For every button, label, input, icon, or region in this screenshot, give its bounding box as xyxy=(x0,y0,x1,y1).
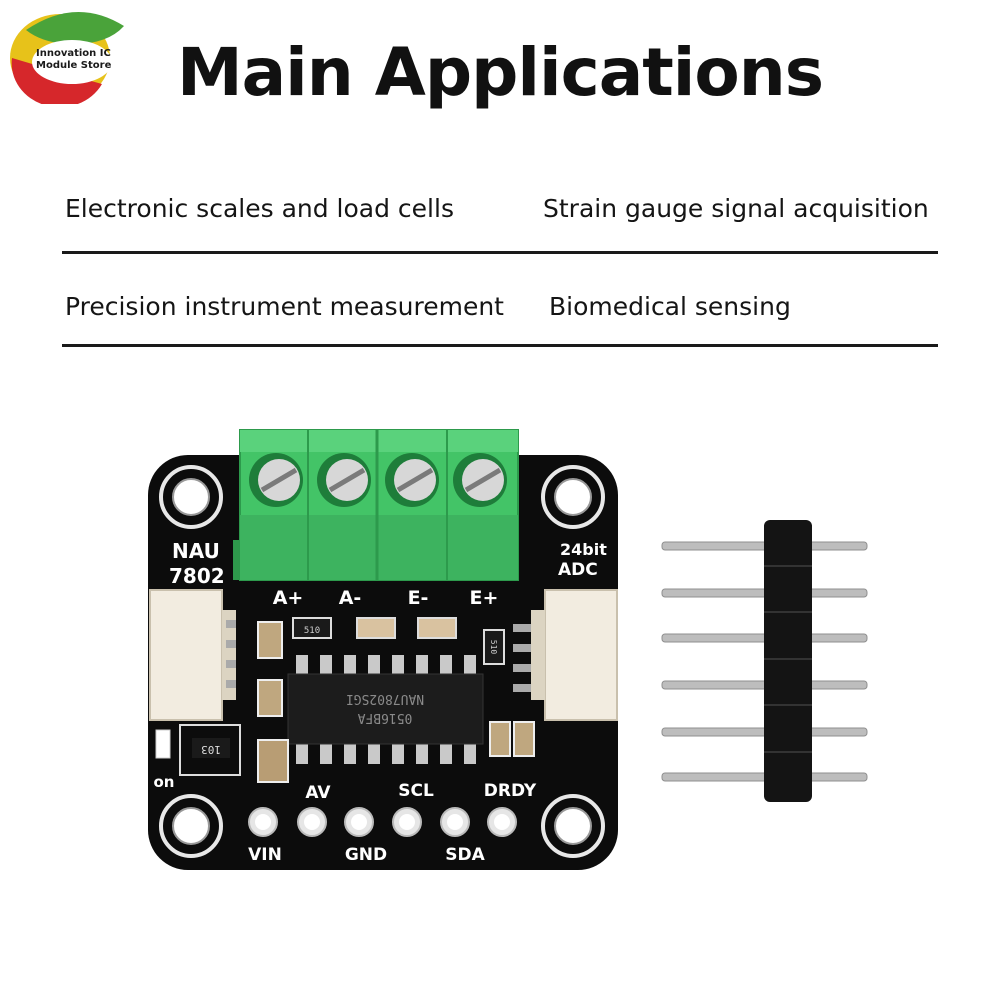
chip-label-line1: NAU xyxy=(172,539,220,563)
store-logo: Innovation IC Module Store xyxy=(6,4,126,104)
adc-chip: NAU7802SGI 0516BFA xyxy=(287,655,484,764)
adc-label-line1: 24bit xyxy=(560,540,607,559)
pin-label: VIN xyxy=(248,845,282,865)
screw-icon xyxy=(249,453,303,507)
terminal-label: A+ xyxy=(273,587,304,609)
screw-terminal-block xyxy=(233,429,519,581)
screw-icon xyxy=(453,453,507,507)
pin-label: SCL xyxy=(398,781,434,801)
application-row: Electronic scales and load cells Strain … xyxy=(62,194,938,254)
leaf-logo-icon xyxy=(10,11,124,104)
terminal-label: E- xyxy=(408,587,429,609)
application-item: Electronic scales and load cells xyxy=(65,194,454,223)
jst-connector-left xyxy=(149,589,236,721)
jst-connector-right xyxy=(513,589,618,721)
resistor-marking: 510 xyxy=(304,626,320,636)
pin-label: GND xyxy=(345,845,387,865)
pin-label: SDA xyxy=(445,845,485,865)
page-title: Main Applications xyxy=(176,34,824,111)
logo-text: Innovation IC Module Store xyxy=(36,48,112,71)
application-item: Precision instrument measurement xyxy=(65,292,504,321)
resistor-marking: 103 xyxy=(201,743,221,756)
application-item: Biomedical sensing xyxy=(549,292,791,321)
application-row: Precision instrument measurement Biomedi… xyxy=(62,292,938,352)
ic-marking: 0516BFA xyxy=(357,710,412,725)
chip-label-line2: 7802 xyxy=(169,564,225,588)
terminal-label: E+ xyxy=(470,587,499,609)
ic-marking: NAU7802SGI xyxy=(346,691,424,706)
power-led-label: on xyxy=(154,773,175,791)
mounting-hole xyxy=(159,794,223,858)
pin-header xyxy=(661,520,868,802)
adc-label-line2: ADC xyxy=(558,560,598,580)
application-item: Strain gauge signal acquisition xyxy=(543,194,929,223)
mounting-hole xyxy=(541,794,605,858)
divider xyxy=(62,251,938,254)
product-image: NAU7802SGI 0516BFA 510 510 103 NAU 7802 … xyxy=(148,429,868,870)
pin-label: AV xyxy=(305,783,331,803)
terminal-label: A- xyxy=(339,587,362,609)
screw-icon xyxy=(317,453,371,507)
screw-icon xyxy=(385,453,439,507)
resistor-marking: 510 xyxy=(489,640,498,655)
mounting-hole xyxy=(541,465,605,529)
smd-components: 510 510 103 xyxy=(155,617,535,783)
divider xyxy=(62,344,938,347)
mounting-hole xyxy=(159,465,223,529)
pin-label: DRDY xyxy=(484,781,537,801)
